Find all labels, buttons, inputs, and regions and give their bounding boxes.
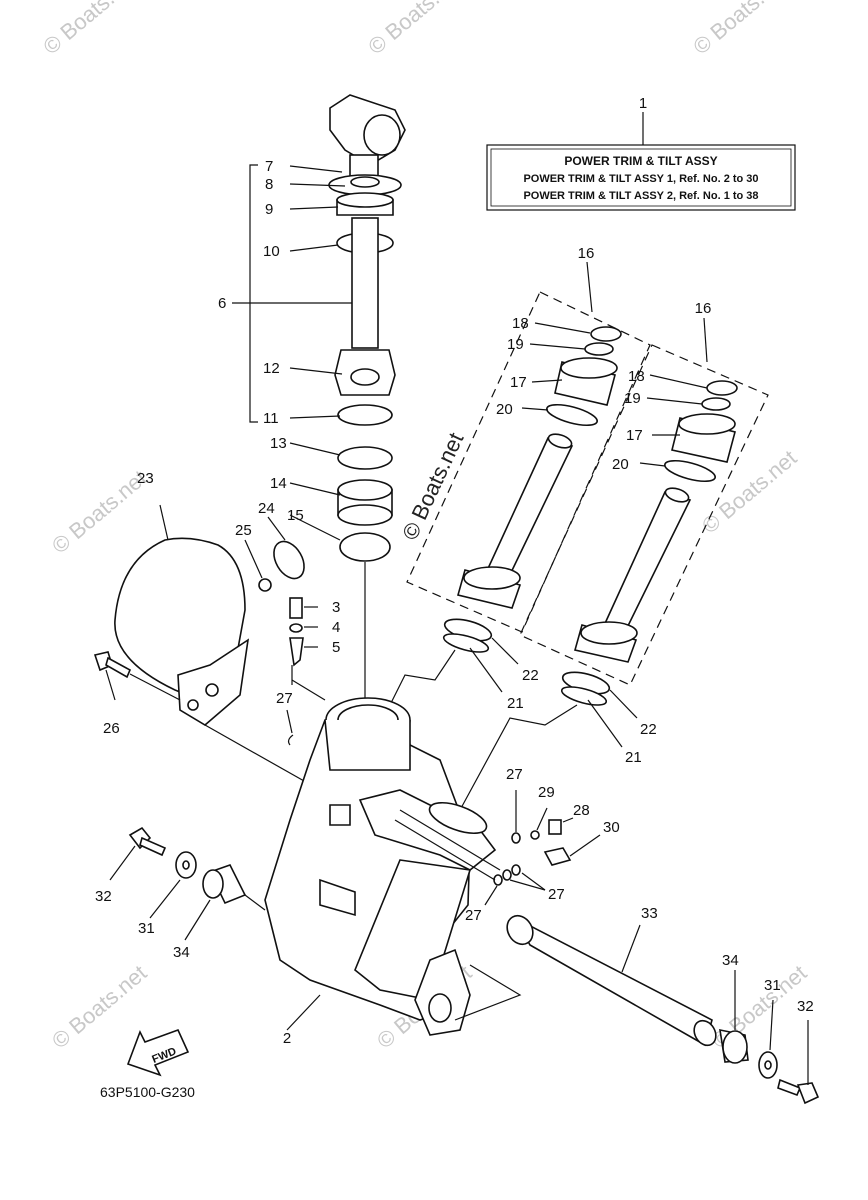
callout-18: 18 <box>512 315 529 332</box>
legend-box: 1 POWER TRIM & TILT ASSY POWER TRIM & TI… <box>486 95 796 211</box>
tilt-cylinder-assembly <box>232 94 406 710</box>
legend-row-1: POWER TRIM & TILT ASSY 1, Ref. No. 2 to … <box>523 173 758 185</box>
callout-19: 19 <box>507 336 524 353</box>
callout-27: 27 <box>276 690 293 707</box>
callout-20: 20 <box>496 401 513 418</box>
callout-7: 7 <box>265 158 273 175</box>
callout-9: 9 <box>265 201 273 218</box>
callout-34: 34 <box>722 952 739 969</box>
callout-1: 1 <box>639 95 647 112</box>
callout-21: 21 <box>507 695 524 712</box>
legend-row-2: POWER TRIM & TILT ASSY 2, Ref. No. 1 to … <box>523 190 758 202</box>
callout-13: 13 <box>270 435 287 452</box>
forward-arrow-icon: FWD <box>126 1028 190 1077</box>
lower-left-parts <box>109 826 266 941</box>
callout-17: 17 <box>626 427 643 444</box>
callout-2: 2 <box>283 1030 291 1047</box>
callout-17: 17 <box>510 374 527 391</box>
callout-33: 33 <box>641 905 658 922</box>
callout-27: 27 <box>548 886 565 903</box>
callout-numbers: 2 3 4 5 6 7 8 9 10 11 12 13 14 15 16 16 … <box>95 158 814 1047</box>
callout-31: 31 <box>764 977 781 994</box>
callout-22: 22 <box>640 721 657 738</box>
callout-27: 27 <box>465 907 482 924</box>
callout-8: 8 <box>265 176 273 193</box>
callout-30: 30 <box>603 819 620 836</box>
callout-4: 4 <box>332 619 340 636</box>
callout-6: 6 <box>218 295 226 312</box>
callout-34: 34 <box>173 944 190 961</box>
callout-23: 23 <box>137 470 154 487</box>
callout-16: 16 <box>695 300 712 317</box>
watermark: © Boats.net <box>47 465 151 558</box>
callout-21: 21 <box>625 749 642 766</box>
watermark: © Boats.net <box>363 0 467 59</box>
callout-22: 22 <box>522 667 539 684</box>
diagram-code: 63P5100-G230 <box>100 1084 195 1100</box>
callout-26: 26 <box>103 720 120 737</box>
callout-19: 19 <box>624 390 641 407</box>
small-parts-left <box>244 516 326 746</box>
callout-32: 32 <box>797 998 814 1015</box>
callout-27: 27 <box>506 766 523 783</box>
callout-25: 25 <box>235 522 252 539</box>
main-body <box>264 697 522 1036</box>
callout-10: 10 <box>263 243 280 260</box>
callout-29: 29 <box>538 784 555 801</box>
tilt-shaft <box>506 914 820 1105</box>
callout-11: 11 <box>263 410 279 427</box>
leader-lines <box>384 322 708 811</box>
legend-title: POWER TRIM & TILT ASSY <box>564 154 717 168</box>
callout-5: 5 <box>332 639 340 656</box>
callout-3: 3 <box>332 599 340 616</box>
callout-16: 16 <box>578 245 595 262</box>
callout-15: 15 <box>287 507 304 524</box>
watermark: © Boats.net <box>38 0 142 59</box>
bracket-housing <box>93 504 321 791</box>
callout-20: 20 <box>612 456 629 473</box>
callout-18: 18 <box>628 368 645 385</box>
callout-31: 31 <box>138 920 155 937</box>
callout-32: 32 <box>95 888 112 905</box>
callout-12: 12 <box>263 360 280 377</box>
callout-24: 24 <box>258 500 275 517</box>
watermark: © Boats.net <box>47 960 151 1053</box>
callout-14: 14 <box>270 475 287 492</box>
dashed-group-right <box>519 317 769 706</box>
dashed-group-left <box>406 261 651 653</box>
small-parts-right <box>394 790 601 906</box>
watermark: © Boats.net <box>688 0 792 59</box>
callout-28: 28 <box>573 802 590 819</box>
